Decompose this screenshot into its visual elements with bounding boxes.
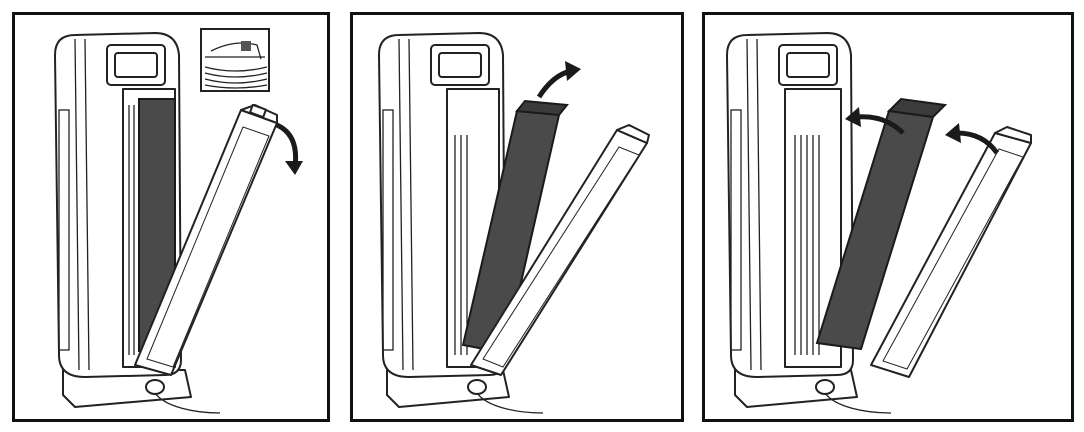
- panel-step-1: [12, 12, 330, 422]
- power-cord: [476, 392, 544, 414]
- arrow-curved-icon: [845, 107, 905, 135]
- power-socket: [467, 379, 487, 395]
- panel-step-3: [702, 12, 1074, 422]
- hepa-filter-grid: [454, 135, 468, 355]
- inset-latch-detail: [200, 28, 270, 92]
- front-panel-opened: [470, 124, 650, 376]
- panel-step-2: [350, 12, 684, 422]
- rear-filter-grid: [128, 105, 135, 355]
- power-socket: [145, 379, 165, 395]
- power-socket: [815, 379, 835, 395]
- front-panel-detached: [870, 126, 1032, 378]
- illustration-step-1: [54, 28, 303, 414]
- arrow-curved-icon: [275, 122, 303, 175]
- front-panel-opened: [134, 103, 278, 376]
- arrow-curved-icon: [945, 123, 1000, 155]
- illustration-step-2: [378, 32, 650, 414]
- hepa-filter-grid: [794, 135, 820, 355]
- power-cord: [824, 392, 892, 414]
- power-cord: [154, 392, 221, 414]
- arrow-curved-icon: [536, 61, 581, 99]
- illustration-step-3: [726, 32, 1032, 414]
